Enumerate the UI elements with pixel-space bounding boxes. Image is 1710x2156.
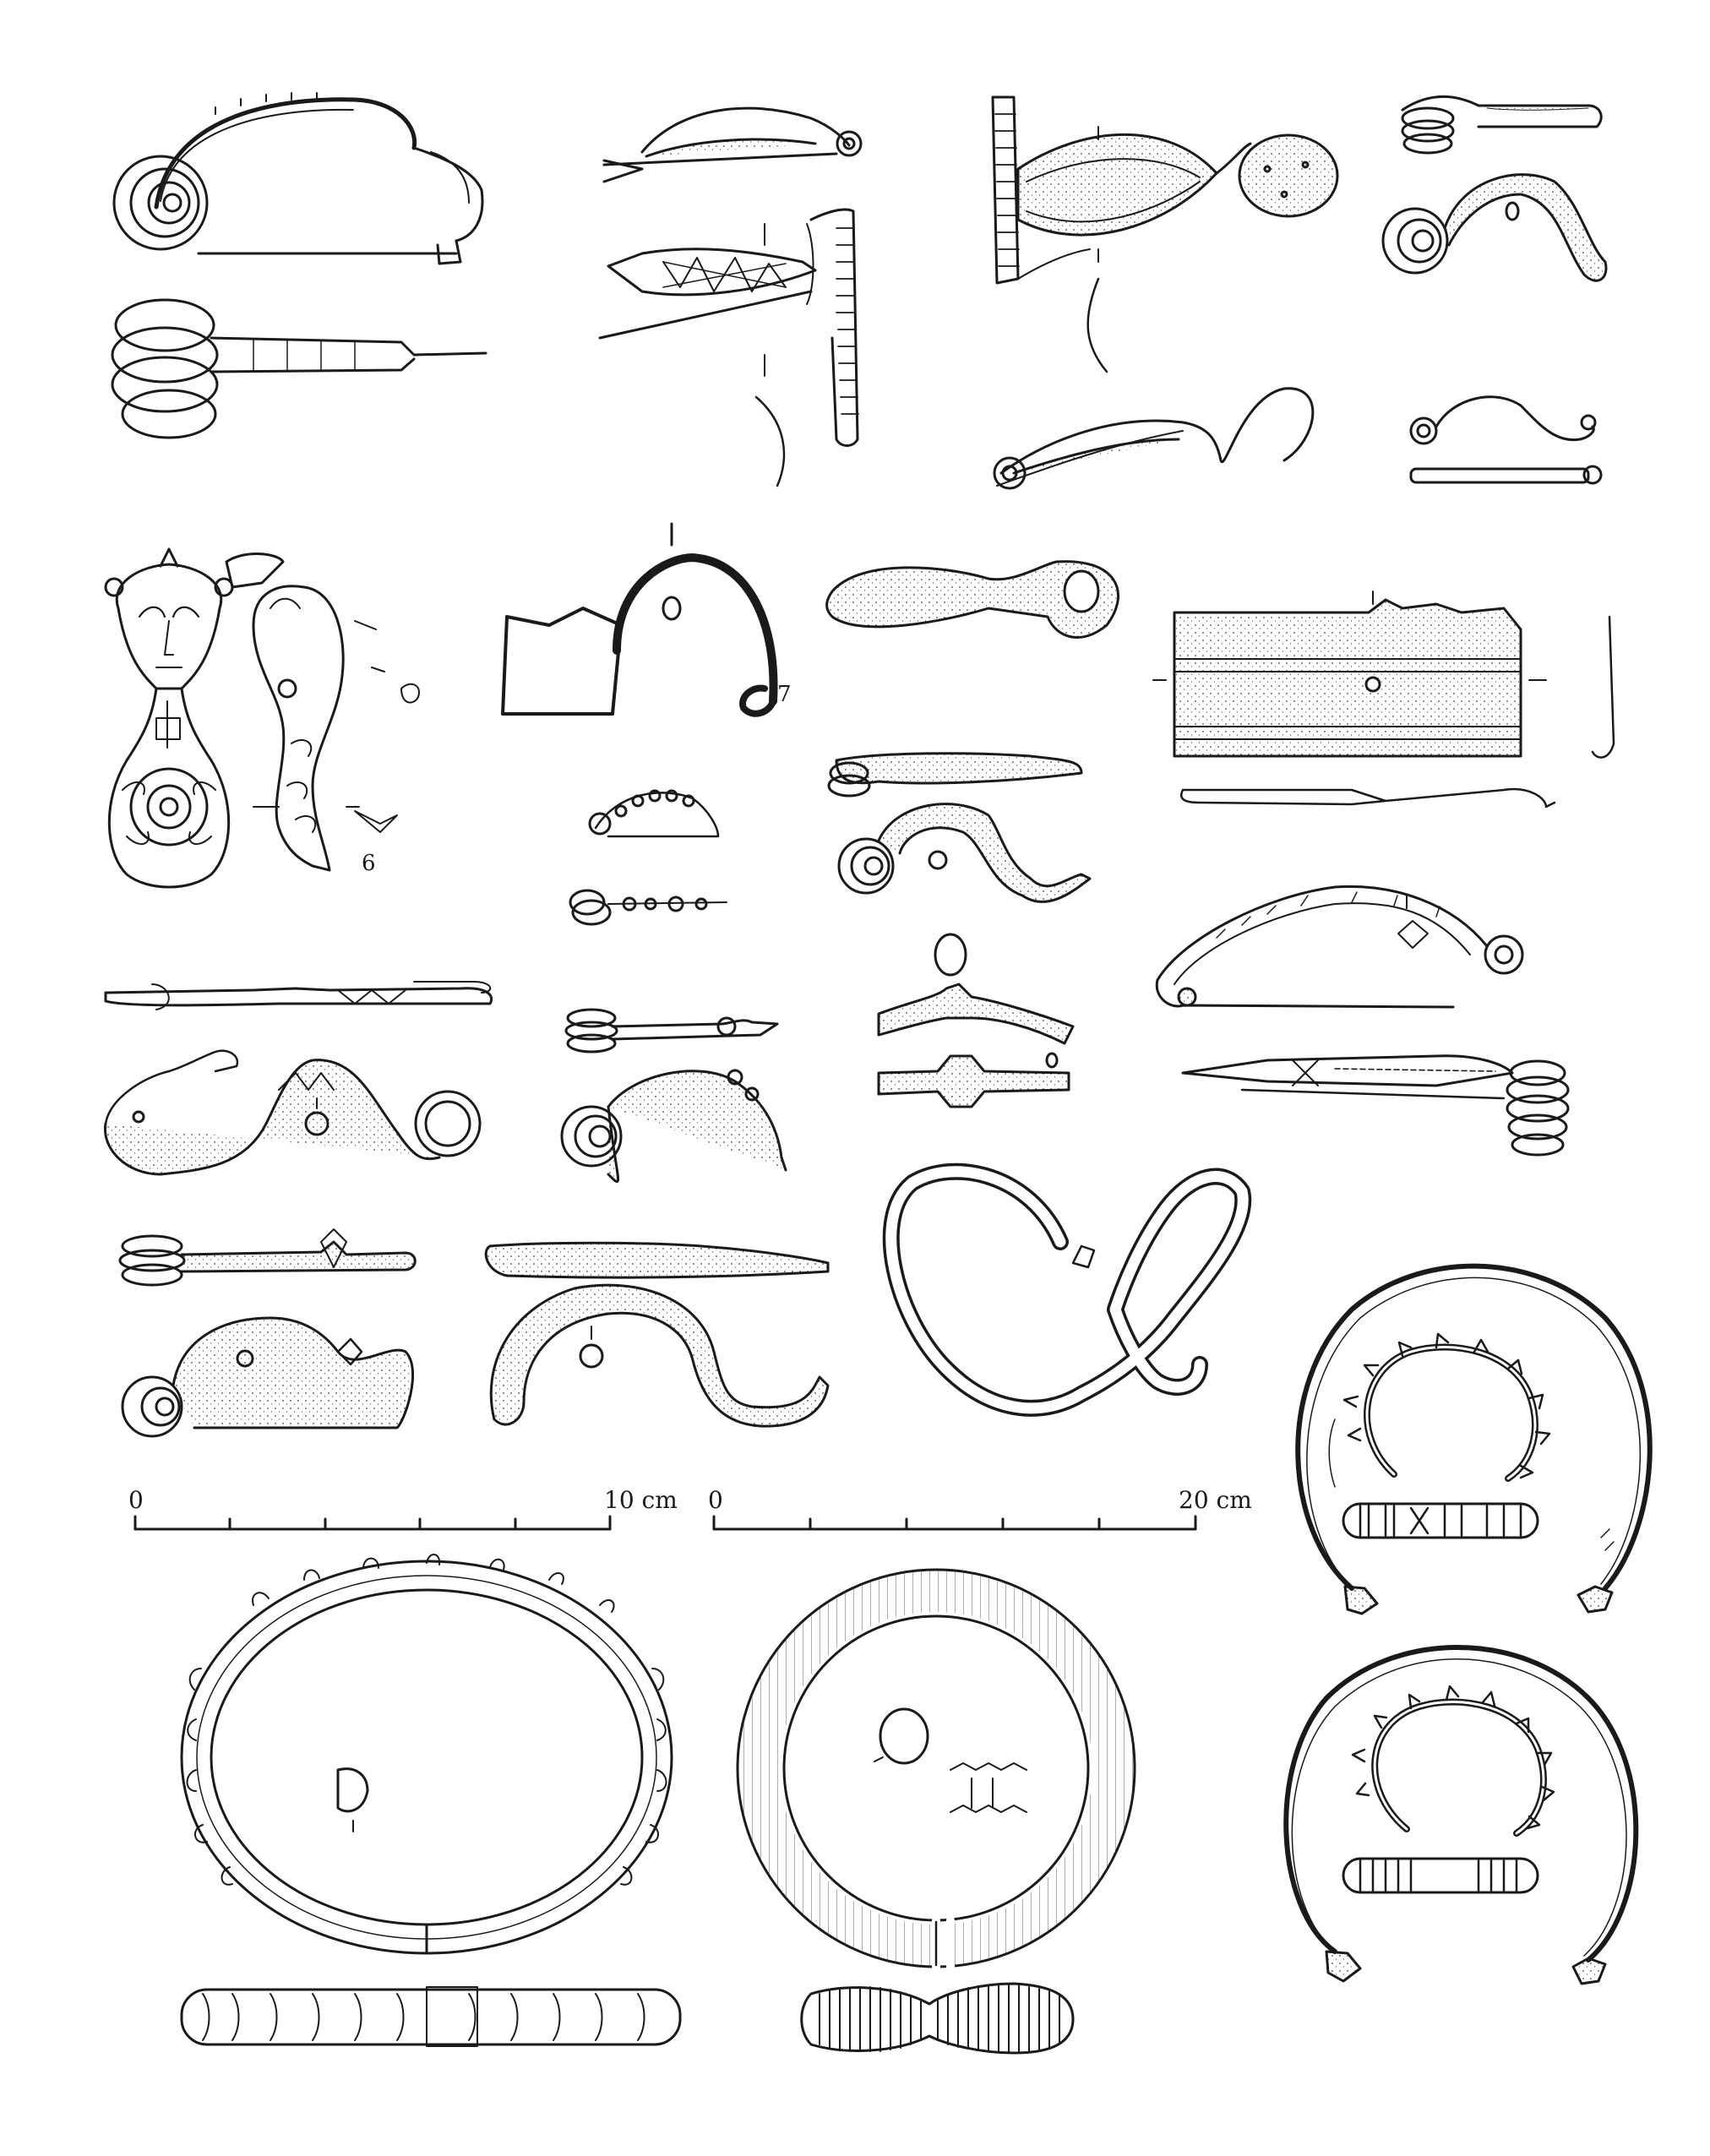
fibula-g-side (1155, 885, 1524, 1009)
fibula-b-side (602, 106, 863, 183)
fibula-h-top (104, 981, 493, 1010)
fibula-f-side (827, 752, 1083, 798)
torc-upper (1295, 1263, 1653, 1615)
fibula-i-top (564, 1008, 779, 1054)
fibula-7 (501, 522, 778, 717)
fibula-k-top (484, 1241, 830, 1279)
fibula-k-side (489, 1283, 830, 1428)
scale-10-start-label: 0 (128, 1486, 144, 1514)
fibula-b-top (598, 208, 859, 487)
fibula-g-top (1181, 1054, 1570, 1157)
fibula-a-side (112, 92, 484, 265)
round-bracelet-side (800, 1982, 1075, 2055)
sheet-plate (1152, 591, 1615, 808)
scale-20-start-label: 0 (708, 1486, 723, 1514)
spiked-bracelet-lower (1342, 1685, 1555, 1894)
mask-fibula-front (104, 547, 234, 889)
fibula-e-ring (825, 560, 1119, 639)
fibula-f-top (837, 803, 1092, 903)
fibula-c-side (993, 387, 1315, 490)
spiked-bracelet-upper (1342, 1332, 1551, 1539)
fibula-d-top (1381, 173, 1608, 282)
fibula-a-top (111, 298, 487, 439)
small-beaded-fibula (569, 789, 727, 926)
fibula-h-side (103, 1049, 482, 1176)
scale-bar-20cm (712, 1515, 1197, 1531)
figure-eight-ring (882, 1162, 1252, 1417)
oval-bracelet-side (180, 1986, 682, 2047)
fibula-j-top (118, 1228, 417, 1287)
figure-label-6: 6 (362, 851, 376, 876)
knobbed-rod (877, 933, 1075, 1108)
fibula-i-side (560, 1069, 787, 1184)
scale-20-end-label: 20 cm (1179, 1486, 1252, 1514)
fibula-d-small (1409, 395, 1603, 485)
fibula-j-side (121, 1316, 414, 1438)
torc-lower (1283, 1645, 1639, 1985)
mask-fibula-side (225, 553, 420, 872)
oval-bracelet (180, 1554, 673, 1955)
fibula-c-top (991, 95, 1339, 373)
round-ribbed-bracelet (736, 1568, 1136, 1971)
scale-10-end-label: 10 cm (604, 1486, 678, 1514)
scale-bar-10cm (133, 1515, 612, 1531)
fibula-d-side (1401, 95, 1603, 155)
figure-label-7: 7 (777, 682, 792, 707)
